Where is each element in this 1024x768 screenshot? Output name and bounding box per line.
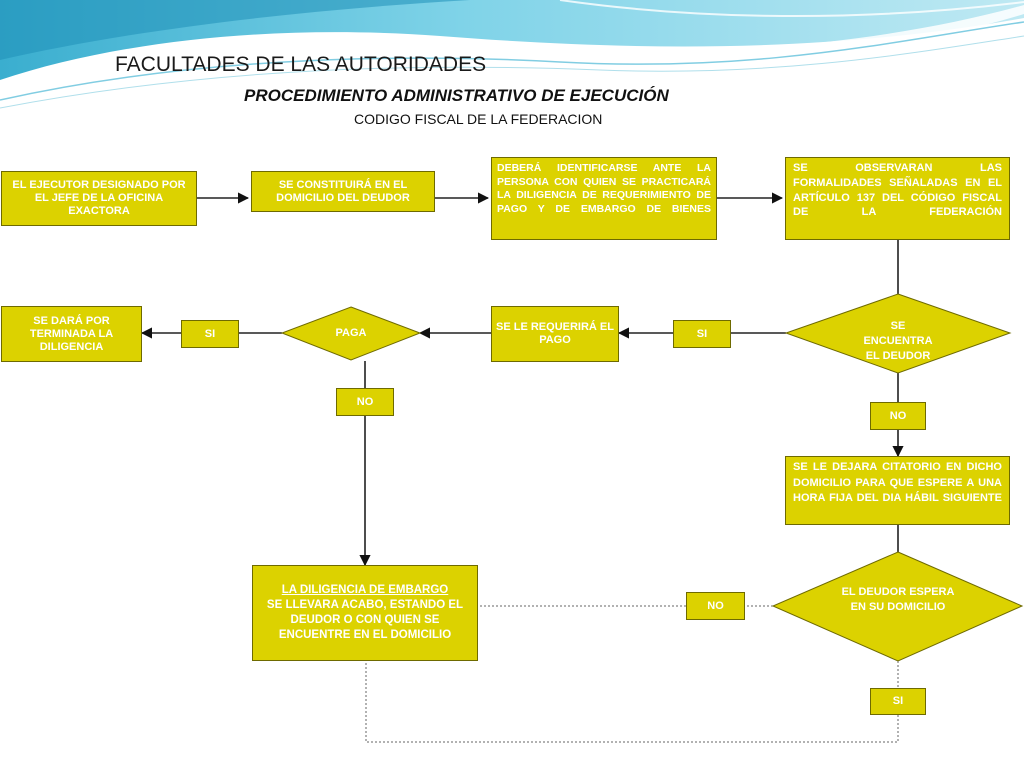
- node-identificarse: DEBERÁ IDENTIFICARSE ANTE LA PERSONA CON…: [491, 157, 717, 240]
- page-subtitle: PROCEDIMIENTO ADMINISTRATIVO DE EJECUCIÓ…: [244, 86, 669, 105]
- node-embargo: LA DILIGENCIA DE EMBARGO SE LLEVARA ACAB…: [252, 565, 478, 661]
- label-si-paga: SI: [181, 320, 239, 348]
- node-constituira: SE CONSTITUIRÁ EN EL DOMICILIO DEL DEUDO…: [251, 171, 435, 212]
- label-no-espera: NO: [686, 592, 745, 620]
- decision-espera-diamond: [771, 551, 1024, 662]
- page-source: CODIGO FISCAL DE LA FEDERACION: [354, 111, 603, 127]
- node-embargo-title: LA DILIGENCIA DE EMBARGO: [281, 584, 449, 596]
- decision-espera-label: EL DEUDOR ESPERA EN SU DOMICILIO: [841, 586, 955, 613]
- label-no-paga: NO: [336, 388, 394, 416]
- label-si-encuentra: SI: [673, 320, 731, 348]
- decision-encuentra-label: SE ENCUENTRA EL DEUDOR: [863, 320, 933, 362]
- node-citatorio: SE LE DEJARA CITATORIO EN DICHO DOMICILI…: [785, 456, 1010, 525]
- node-terminada: SE DARÁ POR TERMINADA LA DILIGENCIA: [1, 306, 142, 362]
- node-formalidades: SE OBSERVARAN LAS FORMALIDADES SEÑALADAS…: [785, 157, 1010, 240]
- dotted-si-embargo-loop: [365, 661, 899, 743]
- label-si-espera: SI: [870, 688, 926, 715]
- node-ejecutor: EL EJECUTOR DESIGNADO POR EL JEFE DE LA …: [1, 171, 197, 226]
- header-wave-decoration: [0, 0, 1024, 109]
- node-requerira: SE LE REQUERIRÁ EL PAGO: [491, 306, 619, 362]
- node-embargo-body: SE LLEVARA ACABO, ESTANDO EL DEUDOR O CO…: [266, 599, 464, 641]
- label-no-encuentra: NO: [870, 402, 926, 430]
- decision-encuentra-diamond: [784, 293, 1012, 374]
- page-title: FACULTADES DE LAS AUTORIDADES: [115, 53, 487, 76]
- decision-paga-diamond: [280, 306, 422, 361]
- decision-paga-label: PAGA: [335, 327, 367, 339]
